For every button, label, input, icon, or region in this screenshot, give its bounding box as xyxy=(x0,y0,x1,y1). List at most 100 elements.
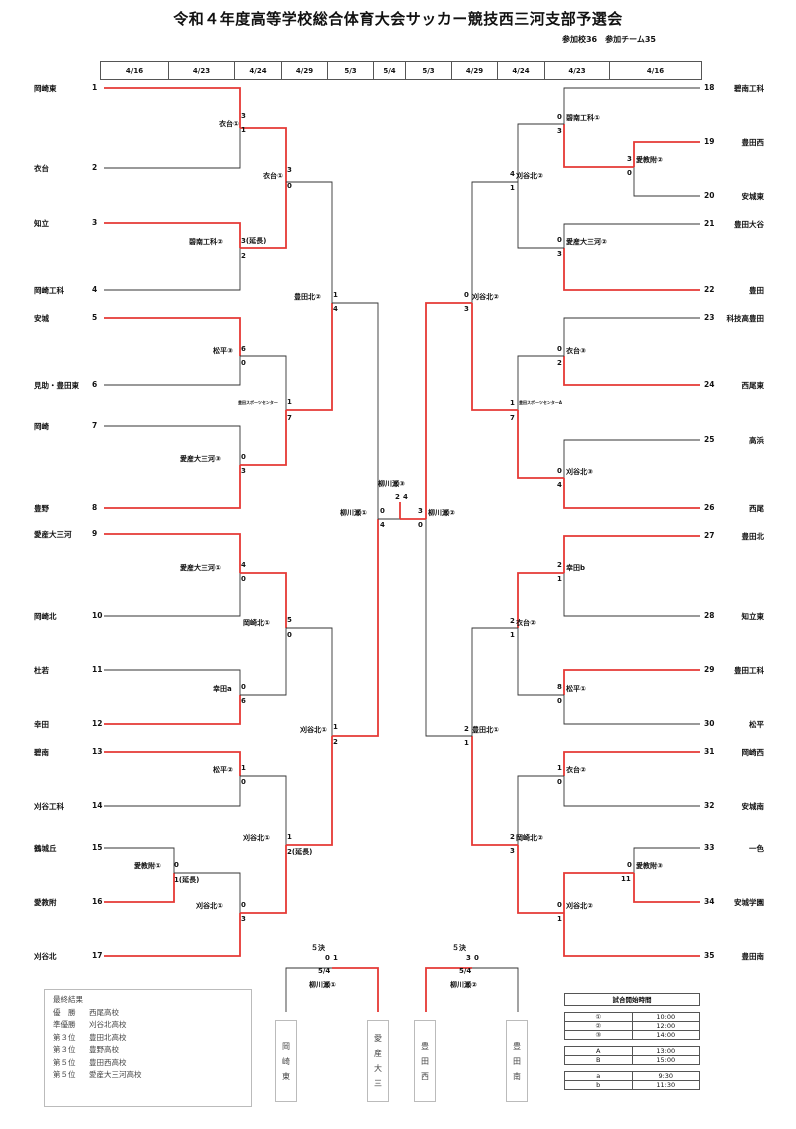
right-team-name: 岡崎西 xyxy=(741,748,765,757)
result-rank: 第５位 xyxy=(53,1057,76,1067)
match-venue-label: 豊田北② xyxy=(294,293,321,301)
match-score: 0 xyxy=(241,901,246,909)
match-score: 2 xyxy=(464,725,469,733)
match-score: 11 xyxy=(621,875,631,883)
match-score: 0 xyxy=(557,778,562,786)
match-score: 4 xyxy=(241,561,246,569)
match-score: 3 xyxy=(241,915,246,923)
slot-label: B xyxy=(565,1056,633,1064)
left-team-number: 1 xyxy=(92,83,98,92)
winner-path-line xyxy=(563,751,700,776)
slot-label: ② xyxy=(565,1022,633,1030)
match-score: 3 xyxy=(418,507,423,515)
bracket-line xyxy=(285,967,332,1012)
match-venue-label: 柳川瀬① xyxy=(340,509,367,517)
result-rank: 優 勝 xyxy=(53,1007,76,1017)
left-team-name: 知立 xyxy=(34,219,49,228)
match-score: 2(延長) xyxy=(287,848,313,856)
bracket-line xyxy=(240,628,287,696)
left-team-name: 見助・豊田東 xyxy=(34,381,79,390)
right-team-number: 34 xyxy=(704,897,715,906)
match-venue-label: ５決 xyxy=(311,944,325,952)
match-score: 2 xyxy=(241,252,246,260)
match-score: 3 xyxy=(464,305,469,313)
match-score: 0 xyxy=(557,901,562,909)
left-team-number: 5 xyxy=(92,313,98,322)
right-team-name: 安城南 xyxy=(741,802,765,811)
match-venue-label: ５決 xyxy=(452,944,466,952)
right-team-name: 科技高豊田 xyxy=(726,314,765,323)
match-score: 0 xyxy=(241,575,246,583)
winner-path-line xyxy=(240,572,287,628)
match-score: 0 xyxy=(241,453,246,461)
match-score: 1 xyxy=(333,723,338,731)
match-score: 8 xyxy=(557,683,562,691)
match-score: 0 xyxy=(557,113,562,121)
bracket-line xyxy=(104,356,241,386)
team-char: 産 xyxy=(374,1049,382,1058)
slot-time: 12:00 xyxy=(656,1022,676,1030)
right-team-number: 21 xyxy=(704,219,715,228)
right-team-name: 安城東 xyxy=(741,192,765,201)
left-team-name: 安城 xyxy=(34,314,49,323)
left-team-name: 愛産大三河 xyxy=(34,530,72,539)
right-team-number: 27 xyxy=(704,531,715,540)
match-venue-label: 衣台① xyxy=(219,120,239,128)
match-venue-label: 刈谷北② xyxy=(566,902,593,910)
team-char: 豊 xyxy=(421,1041,429,1051)
result-school: 刈谷北高校 xyxy=(89,1020,127,1029)
winner-path-line xyxy=(425,302,472,519)
right-team-name: 豊田大谷 xyxy=(734,220,764,229)
match-score: 2 xyxy=(557,359,562,367)
slot-time: 11:30 xyxy=(656,1081,676,1089)
winner-path-line xyxy=(104,873,175,903)
bracket-line xyxy=(471,181,518,303)
result-row: 第３位豊野高校 xyxy=(53,1044,243,1057)
left-team-name: 刈谷工科 xyxy=(34,802,64,811)
right-team-number: 31 xyxy=(704,747,715,756)
team-char: 田 xyxy=(421,1056,429,1066)
match-score: 3 xyxy=(510,847,515,855)
match-score: 3 xyxy=(557,127,562,135)
right-team-name: 豊田 xyxy=(749,286,764,295)
match-venue-label: 衣台③ xyxy=(566,347,586,355)
left-team-number: 12 xyxy=(92,719,103,728)
match-score: 2 xyxy=(557,561,562,569)
match-score: 0 xyxy=(627,169,632,177)
match-score: 0 xyxy=(464,291,469,299)
match-venue-label: 碧南工科① xyxy=(566,114,600,122)
result-rank: 第３位 xyxy=(53,1045,76,1054)
match-score: 3 xyxy=(241,112,246,120)
bracket-line xyxy=(286,627,333,736)
winner-path-line xyxy=(104,222,241,248)
match-score: 1 xyxy=(333,954,338,962)
match-score: 1 xyxy=(557,915,562,923)
right-team-name: 豊田工科 xyxy=(734,666,764,675)
right-team-number: 20 xyxy=(704,191,715,200)
slot-label: ③ xyxy=(565,1031,633,1039)
left-team-name: 刈谷北 xyxy=(34,952,57,961)
left-team-number: 10 xyxy=(92,611,103,620)
winner-path-line xyxy=(104,465,241,509)
winner-path-line xyxy=(563,478,700,509)
match-score: 2 xyxy=(395,493,400,501)
bracket-line xyxy=(174,872,241,913)
round-date-5: 5/4 xyxy=(374,62,406,79)
bracket-line xyxy=(563,439,700,478)
slot-time: 13:00 xyxy=(656,1047,676,1055)
match-venue-label: 愛教附③ xyxy=(636,862,663,870)
fifth-place-team-box: 豊田西 xyxy=(414,1020,436,1102)
bracket-line xyxy=(104,573,241,617)
winner-path-line xyxy=(240,845,287,914)
round-date-4: 5/3 xyxy=(328,62,374,79)
match-score: 1 xyxy=(287,833,292,841)
match-score: 4 xyxy=(403,493,408,501)
bracket-line xyxy=(332,302,379,519)
winner-path-line xyxy=(633,141,700,167)
match-score: 1 xyxy=(510,631,515,639)
bracket-line xyxy=(286,181,333,303)
winner-path-line xyxy=(240,127,287,182)
round-date-2: 4/24 xyxy=(235,62,282,79)
